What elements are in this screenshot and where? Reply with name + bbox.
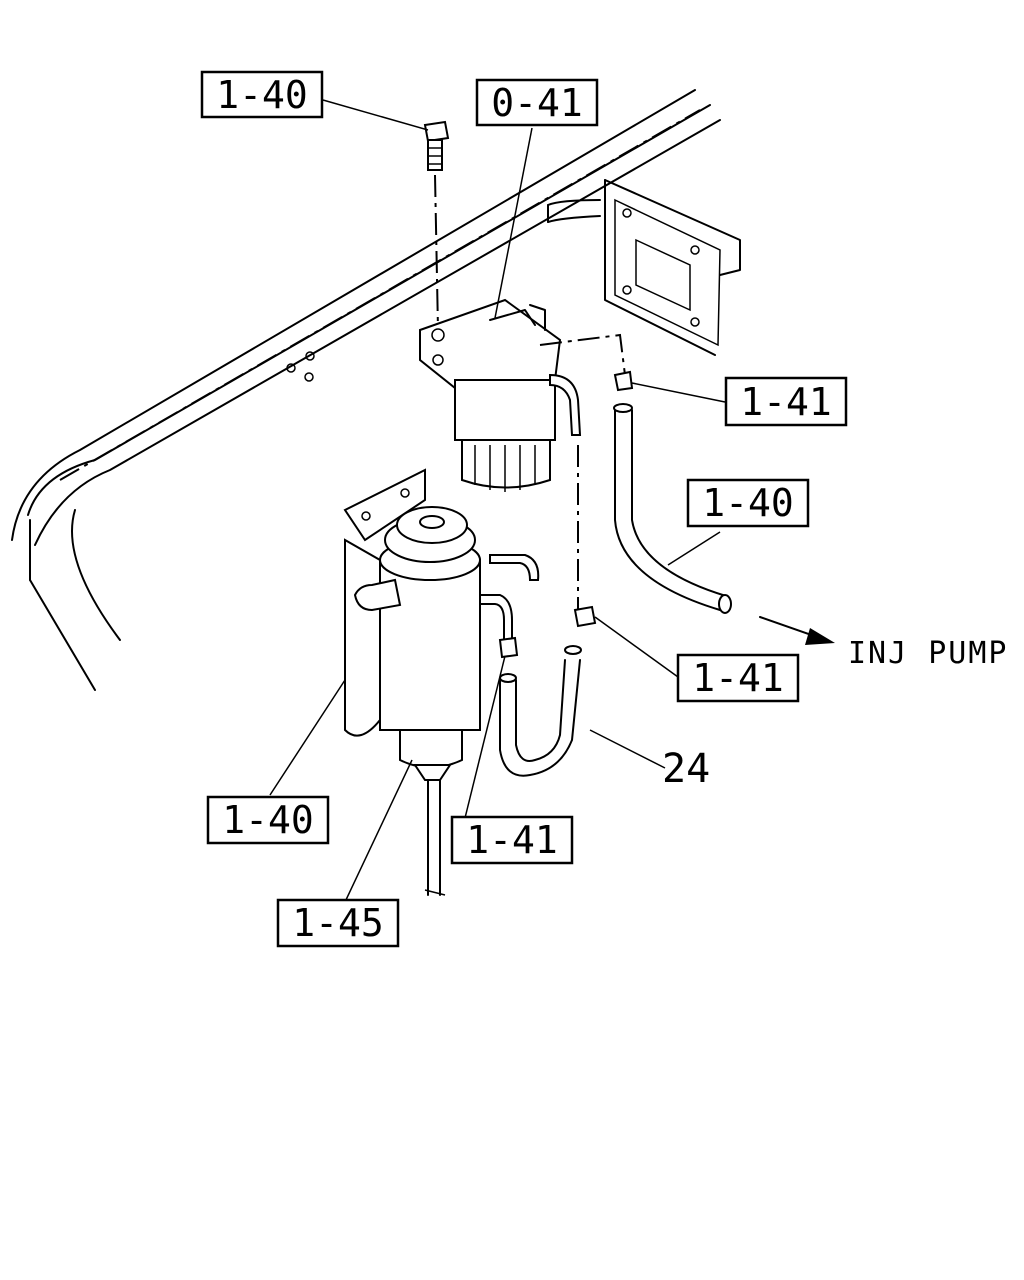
callout-label: 1-41 — [692, 656, 784, 700]
inj-pump-label: INJ PUMP — [848, 636, 1009, 671]
callout-1-41-clip-mid: 1-41 — [676, 653, 800, 703]
fuel-hose-24 — [499, 645, 582, 777]
frame-rail — [11, 89, 721, 691]
callout-1-45-drain: 1-45 — [276, 898, 400, 948]
callout-1-40-separator: 1-40 — [206, 795, 330, 845]
callout-label: 0-41 — [491, 81, 583, 125]
fuel-filter-upper — [419, 298, 582, 610]
callout-1-41-clip-upper: 1-41 — [724, 376, 848, 427]
callout-1-41-clip-lower: 1-41 — [450, 815, 574, 865]
callout-1-40-bolt: 1-40 — [200, 70, 324, 119]
callout-0-41-filter: 0-41 — [475, 78, 599, 127]
callout-label: 1-40 — [222, 798, 314, 842]
mounting-bracket-plate — [547, 179, 741, 356]
callout-1-40-hose: 1-40 — [686, 478, 810, 528]
inj-pump-arrow — [759, 616, 835, 645]
water-separator-lower — [343, 468, 540, 896]
fuel-hose-to-pump — [539, 333, 732, 614]
leader-lines — [269, 99, 726, 903]
callout-label: 1-45 — [292, 901, 384, 945]
callout-label: 1-40 — [216, 73, 308, 117]
callout-label: 1-40 — [702, 481, 794, 525]
callout-label: 1-41 — [466, 818, 558, 862]
bolt — [423, 120, 450, 331]
clips — [498, 370, 634, 659]
callout-label: 1-41 — [740, 380, 832, 424]
part-number-24: 24 — [662, 746, 710, 792]
